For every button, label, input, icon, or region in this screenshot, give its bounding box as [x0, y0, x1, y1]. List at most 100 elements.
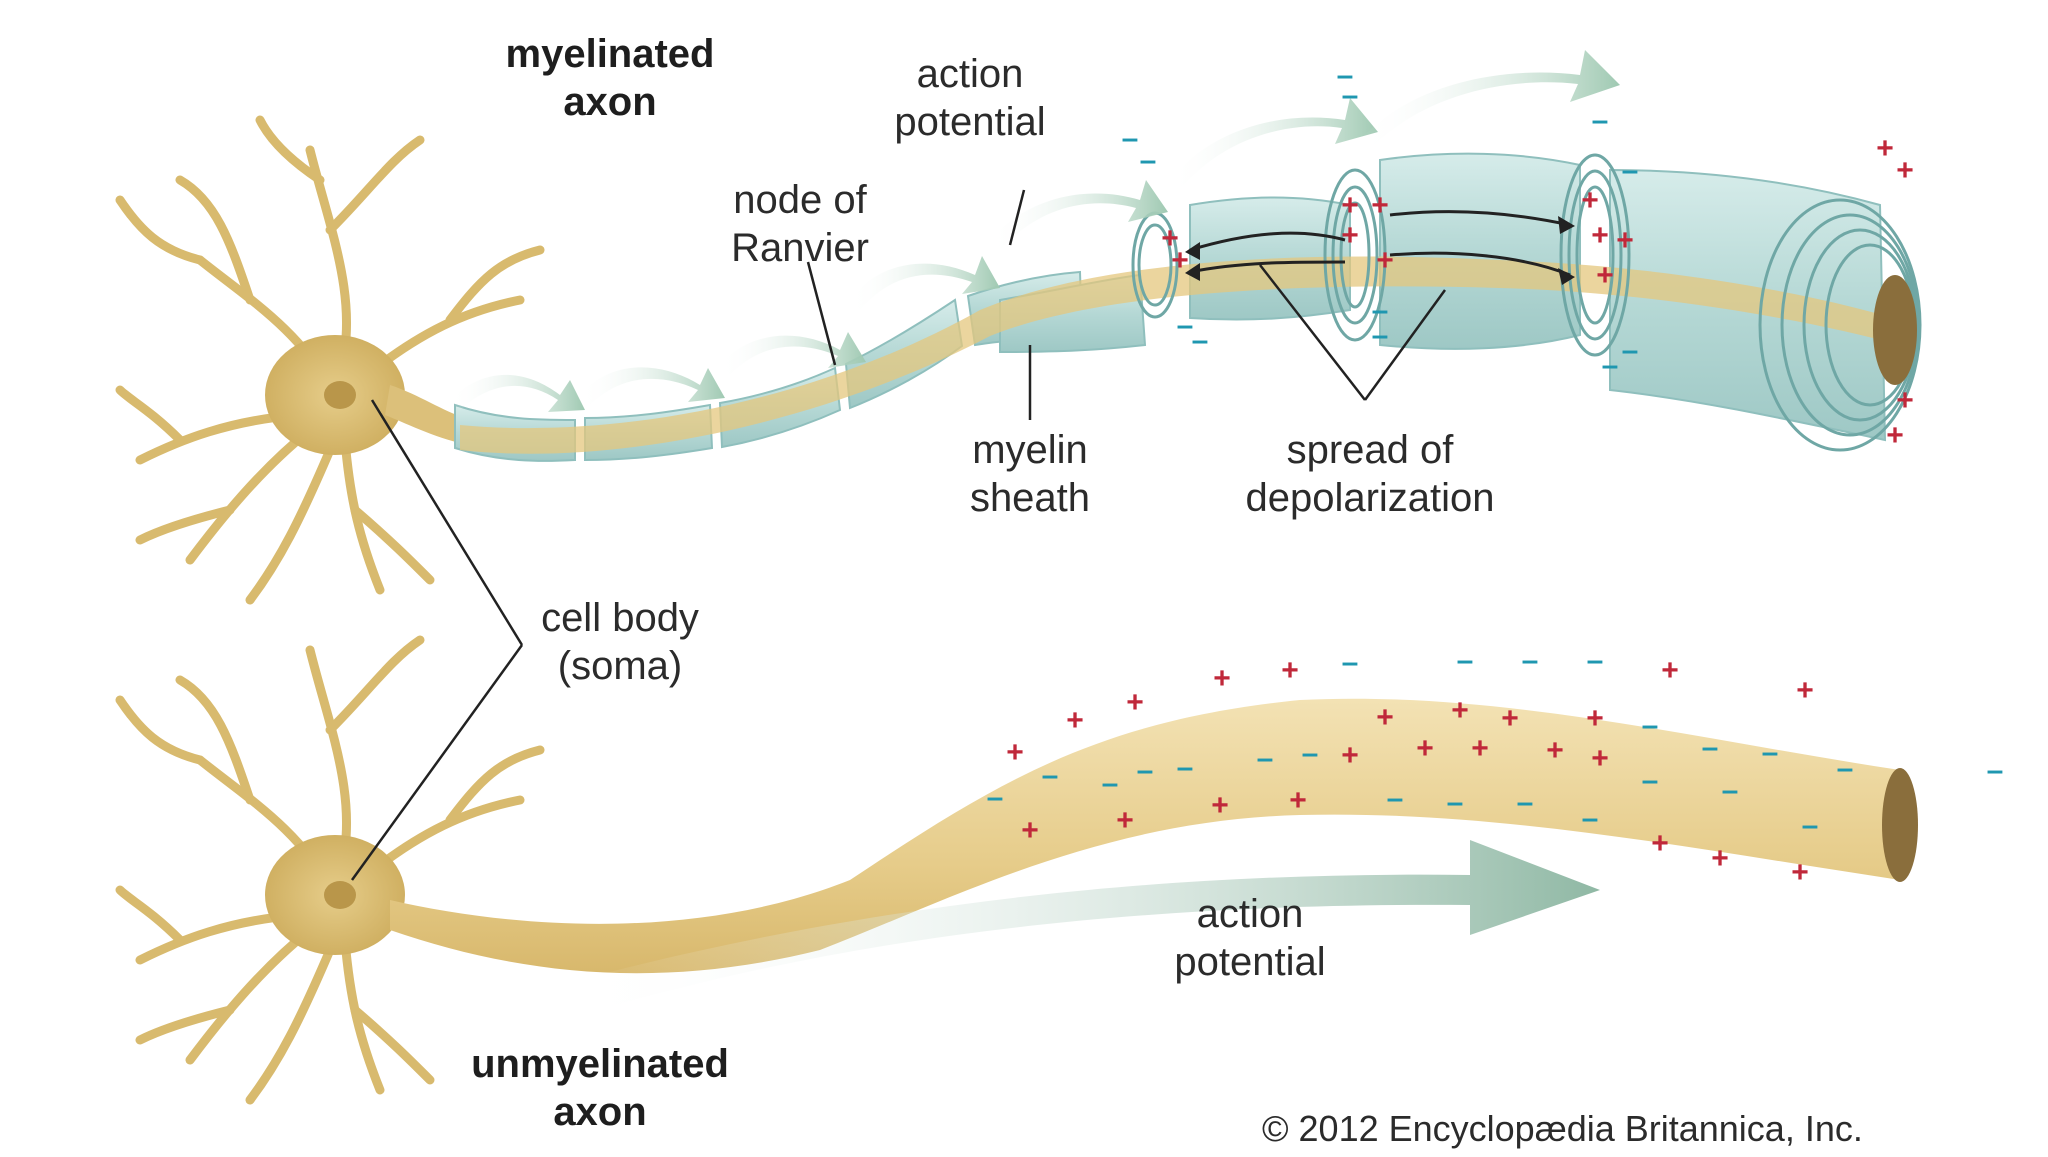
plus-charge: +	[1711, 842, 1729, 875]
label-myelinated-axon: myelinated axon	[505, 32, 715, 124]
plus-charge: +	[1896, 384, 1914, 417]
plus-charge: +	[1289, 784, 1307, 817]
minus-charge: –	[1387, 782, 1404, 815]
minus-charge: –	[1192, 324, 1209, 357]
plus-charge: +	[1651, 827, 1669, 860]
plus-charge: +	[1116, 804, 1134, 837]
minus-charge: –	[1642, 709, 1659, 742]
plus-charge: +	[1021, 814, 1039, 847]
minus-charge: –	[1140, 144, 1157, 177]
current-arrows	[1189, 210, 1571, 277]
plus-charge: +	[1281, 654, 1299, 687]
plus-charge: +	[1171, 244, 1189, 277]
plus-charge: +	[1886, 419, 1904, 452]
minus-charge: –	[1342, 646, 1359, 679]
top-neuron	[115, 115, 545, 605]
axon-core	[460, 256, 1900, 454]
minus-charge: –	[1582, 802, 1599, 835]
myelin-segment	[1379, 152, 1581, 350]
minus-charge: –	[1137, 754, 1154, 787]
minus-charge: –	[1447, 786, 1464, 819]
minus-charge: –	[1802, 809, 1819, 842]
minus-charge: –	[1522, 644, 1539, 677]
minus-charge: –	[1177, 751, 1194, 784]
label-action-potential-top: action potential	[894, 52, 1046, 144]
leader-lines	[350, 189, 1447, 881]
plus-charge: +	[1341, 189, 1359, 222]
plus-charge: +	[1876, 132, 1894, 165]
plus-charge: +	[1006, 736, 1024, 769]
jump-arrow	[450, 374, 585, 412]
jump-arrow	[720, 332, 866, 375]
plus-charge: +	[1066, 704, 1084, 737]
plus-charge: +	[1591, 219, 1609, 252]
minus-charge: –	[1177, 309, 1194, 342]
minus-charge: –	[1987, 754, 2004, 787]
action-potential-arrow-bottom	[560, 840, 1600, 1010]
plus-charge: +	[1596, 259, 1614, 292]
minus-charge: –	[1762, 736, 1779, 769]
plus-charge: +	[1376, 244, 1394, 277]
label-action-potential-bottom: action potential	[1174, 892, 1326, 984]
minus-charge: –	[1342, 79, 1359, 112]
top-nucleus	[324, 381, 356, 409]
minus-charge: –	[1122, 122, 1139, 155]
minus-charge: –	[1642, 764, 1659, 797]
myelin-rings	[1131, 153, 1922, 452]
minus-charge: –	[1372, 294, 1389, 327]
minus-charge: –	[1622, 154, 1639, 187]
plus-charge: +	[1586, 702, 1604, 735]
minus-charge: –	[1722, 774, 1739, 807]
minus-charge: –	[1302, 737, 1319, 770]
plus-charge: +	[1471, 732, 1489, 765]
label-myelin-sheath: myelin sheath	[969, 428, 1091, 520]
unmyelinated-axon	[390, 698, 1900, 974]
minus-charge: –	[1702, 731, 1719, 764]
label-node-of-ranvier: node of Ranvier	[731, 178, 869, 270]
label-unmyelinated-axon: unmyelinated axon	[471, 1042, 729, 1134]
plus-charge: +	[1161, 222, 1179, 255]
plus-charge: +	[1126, 686, 1144, 719]
top-axon-hillock	[385, 385, 470, 445]
plus-charge: +	[1501, 702, 1519, 735]
bottom-neuron	[115, 635, 545, 1105]
unmyelinated-end-face	[1882, 768, 1918, 882]
jump-arrow	[1170, 98, 1378, 190]
jump-arrow	[580, 367, 725, 405]
current-arrowheads	[1185, 216, 1575, 285]
minus-charge: –	[1372, 319, 1389, 352]
plus-charge: +	[1616, 224, 1634, 257]
minus-charge: –	[1837, 752, 1854, 785]
plus-charge: +	[1591, 742, 1609, 775]
minus-charge: –	[1042, 759, 1059, 792]
minus-charge: –	[1602, 349, 1619, 382]
saltatory-arrows	[450, 50, 1620, 412]
axon-end-face	[1873, 275, 1917, 385]
minus-charge: –	[1457, 644, 1474, 677]
top-dendrites	[115, 115, 545, 605]
plus-charge: +	[1796, 674, 1814, 707]
plus-charge: +	[1546, 734, 1564, 767]
bottom-nucleus	[324, 881, 356, 909]
minus-charge: –	[1517, 786, 1534, 819]
plus-charge: +	[1376, 701, 1394, 734]
myelinated-axon	[454, 152, 1922, 462]
plus-charge: +	[1211, 789, 1229, 822]
plus-charge: +	[1416, 732, 1434, 765]
minus-charge: –	[1587, 644, 1604, 677]
minus-charge: –	[1592, 104, 1609, 137]
minus-charge: –	[987, 781, 1004, 814]
plus-charge: +	[1896, 154, 1914, 187]
label-spread-of-depolarization: spread of depolarization	[1245, 428, 1495, 520]
plus-charge: +	[1341, 739, 1359, 772]
jump-arrow	[850, 256, 1000, 310]
jump-arrow	[990, 180, 1168, 250]
jump-arrow	[1360, 50, 1620, 150]
plus-charge: +	[1341, 219, 1359, 252]
plus-charge: +	[1581, 184, 1599, 217]
minus-charge: –	[1102, 767, 1119, 800]
minus-charge: –	[1622, 334, 1639, 367]
plus-charge: +	[1661, 654, 1679, 687]
